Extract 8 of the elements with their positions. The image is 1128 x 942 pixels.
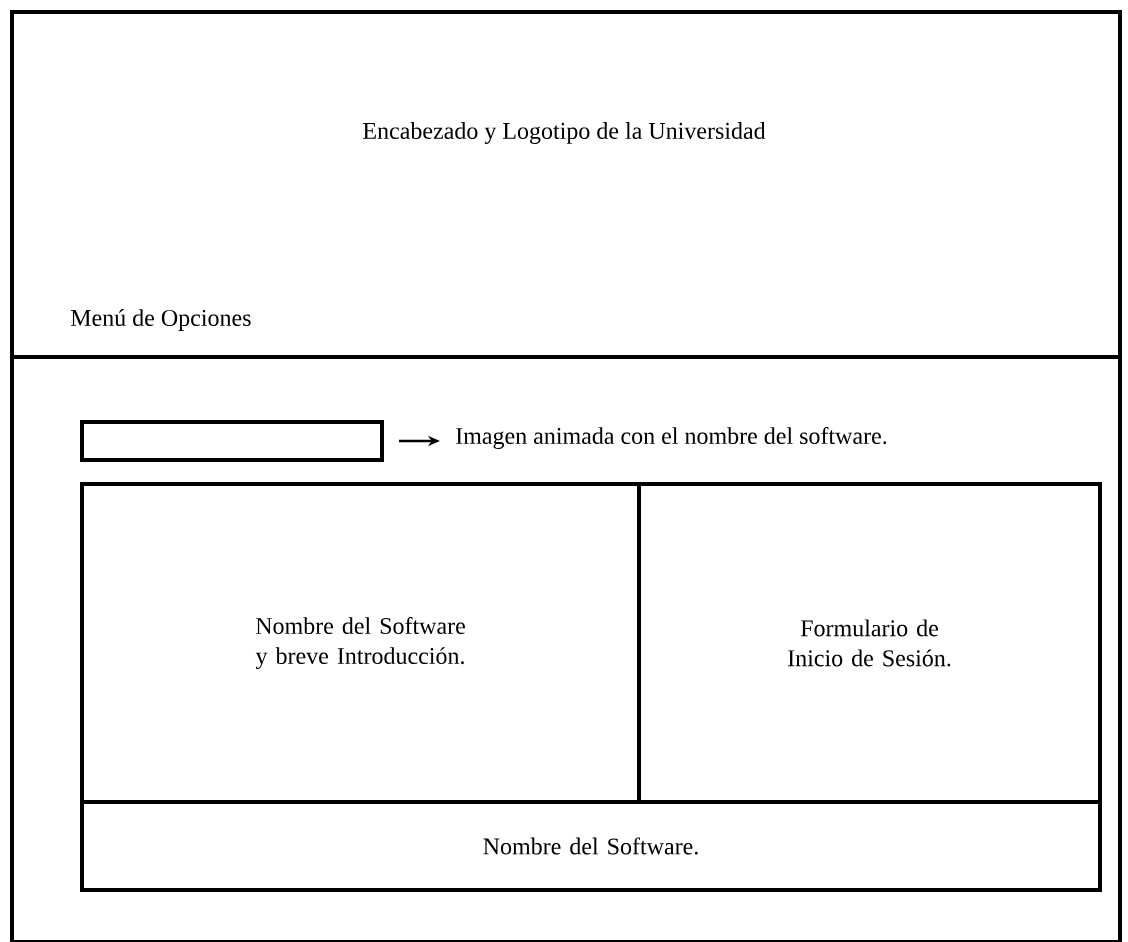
footer-cell: Nombre del Software. [80, 800, 1102, 892]
menu-text: Menú de Opciones [70, 309, 251, 331]
image-placeholder [80, 420, 384, 462]
content-panel [10, 355, 1122, 942]
intro-cell: Nombre del Software y breve Introducción. [80, 482, 641, 804]
caption-text: Imagen animada con el nombre del software. [456, 426, 887, 450]
login-form-cell: Formulario de Inicio de Sesión. [637, 482, 1102, 804]
heading-text: Encabezado y Logotipo de la Universidad [363, 122, 766, 144]
